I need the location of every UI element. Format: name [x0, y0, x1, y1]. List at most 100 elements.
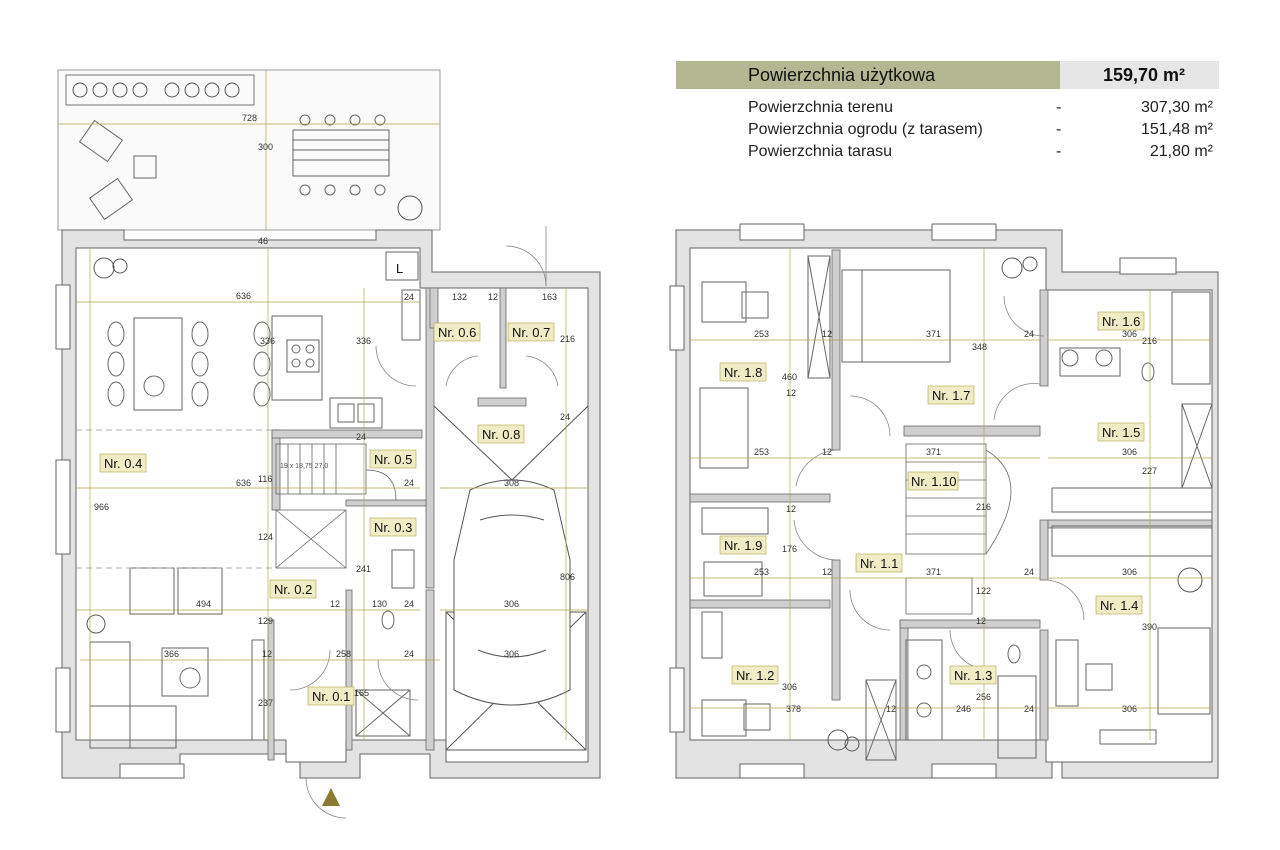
svg-text:12: 12	[822, 567, 832, 577]
svg-text:227: 227	[1142, 466, 1157, 476]
ground-floor-dimension-lines	[58, 70, 588, 740]
svg-text:24: 24	[404, 649, 414, 659]
room-label-1-6: Nr. 1.6	[1097, 311, 1145, 331]
svg-text:216: 216	[560, 334, 575, 344]
misc-labels: L 19 x 18,75 27,0	[280, 261, 403, 470]
svg-text:24: 24	[560, 412, 570, 422]
svg-text:300: 300	[258, 142, 273, 152]
svg-text:Nr. 1.10: Nr. 1.10	[911, 474, 957, 489]
summary-row-label: Powierzchnia terenu	[748, 99, 893, 116]
ground-floor-door-swings	[289, 226, 559, 819]
room-label-0-3: Nr. 0.3	[369, 517, 417, 537]
room-label-1-7: Nr. 1.7	[927, 385, 975, 405]
svg-text:Nr. 1.7: Nr. 1.7	[932, 388, 970, 403]
svg-text:371: 371	[926, 329, 941, 339]
svg-text:Nr. 0.1: Nr. 0.1	[312, 689, 350, 704]
svg-text:246: 246	[956, 704, 971, 714]
svg-text:966: 966	[94, 502, 109, 512]
svg-text:Nr. 0.4: Nr. 0.4	[104, 456, 142, 471]
upper-floor-windows	[669, 223, 1177, 779]
svg-text:24: 24	[1024, 567, 1034, 577]
svg-text:24: 24	[1024, 704, 1034, 714]
svg-text:12: 12	[262, 649, 272, 659]
usable-area-value: 159,70 m²	[1060, 61, 1219, 89]
svg-text:Nr. 1.9: Nr. 1.9	[724, 538, 762, 553]
svg-text:24: 24	[404, 292, 414, 302]
svg-text:306: 306	[782, 682, 797, 692]
svg-text:Nr. 1.3: Nr. 1.3	[954, 668, 992, 683]
svg-text:306: 306	[1122, 447, 1137, 457]
svg-text:216: 216	[1142, 336, 1157, 346]
svg-text:12: 12	[822, 329, 832, 339]
room-label-0-4: Nr. 0.4	[99, 453, 147, 473]
svg-text:12: 12	[488, 292, 498, 302]
svg-text:636: 636	[236, 291, 251, 301]
ground-floor-room-labels: Nr. 0.1 Nr. 0.2 Nr. 0.3 Nr. 0.4 Nr. 0.5 …	[99, 322, 555, 706]
svg-text:253: 253	[754, 447, 769, 457]
svg-text:306: 306	[1122, 567, 1137, 577]
ground-floor-stairs	[275, 443, 397, 569]
svg-text:Nr. 0.8: Nr. 0.8	[482, 427, 520, 442]
svg-text:371: 371	[926, 447, 941, 457]
room-label-0-8: Nr. 0.8	[477, 424, 525, 444]
svg-text:130: 130	[372, 599, 387, 609]
svg-text:Nr. 1.2: Nr. 1.2	[736, 668, 774, 683]
svg-text:Nr. 1.4: Nr. 1.4	[1100, 598, 1138, 613]
svg-text:371: 371	[926, 567, 941, 577]
summary-row-dash: -	[1056, 99, 1062, 116]
summary-row: Powierzchnia terenu - 307,30 m²	[676, 97, 1219, 119]
svg-text:378: 378	[786, 704, 801, 714]
terrace-lounge-chair	[78, 119, 157, 221]
svg-text:306: 306	[1122, 704, 1137, 714]
svg-text:336: 336	[260, 336, 275, 346]
svg-text:494: 494	[196, 599, 211, 609]
upper-floor-room-labels: Nr. 1.1 Nr. 1.2 Nr. 1.3 Nr. 1.4 Nr. 1.5 …	[719, 311, 1145, 685]
ground-floor-dimension-labels: 728 300 46 636 336 336 24 132 12 163 216…	[94, 113, 575, 708]
svg-text:306: 306	[1122, 329, 1137, 339]
room-label-0-1: Nr. 0.1	[307, 686, 355, 706]
summary-row-label: Powierzchnia ogrodu (z tarasem)	[748, 121, 983, 138]
svg-text:Nr. 0.2: Nr. 0.2	[274, 582, 312, 597]
svg-text:308: 308	[504, 478, 519, 488]
stairs-note: 19 x 18,75 27,0	[280, 463, 328, 470]
summary-row-label: Powierzchnia tarasu	[748, 143, 893, 160]
svg-text:306: 306	[504, 599, 519, 609]
ground-floor-dashed-lines	[76, 429, 272, 569]
room-label-1-5: Nr. 1.5	[1097, 422, 1145, 442]
svg-text:636: 636	[236, 478, 251, 488]
svg-text:12: 12	[886, 704, 896, 714]
summary-row: Powierzchnia tarasu - 21,80 m²	[676, 141, 1219, 163]
svg-text:Nr. 0.6: Nr. 0.6	[438, 325, 476, 340]
dining-table-set	[107, 317, 271, 411]
upper-floor-plants	[827, 256, 1203, 752]
usable-area-label: Powierzchnia użytkowa	[676, 61, 1060, 89]
upper-floor-dimension-labels: 253 12 371 348 24 306 216 460 253 12 371…	[754, 329, 1157, 714]
svg-text:24: 24	[404, 599, 414, 609]
room-label-1-8: Nr. 1.8	[719, 362, 767, 382]
svg-text:258: 258	[336, 649, 351, 659]
area-summary-table: Powierzchnia użytkowa 159,70 m² Powierzc…	[676, 61, 1219, 163]
svg-text:256: 256	[976, 692, 991, 702]
room-label-1-10: Nr. 1.10	[907, 471, 959, 491]
room-label-1-9: Nr. 1.9	[719, 535, 767, 555]
svg-text:116: 116	[258, 474, 272, 484]
usable-area-header: Powierzchnia użytkowa 159,70 m²	[676, 61, 1219, 89]
svg-text:336: 336	[356, 336, 371, 346]
upper-floor-interior-walls	[689, 249, 1213, 741]
garage-car	[433, 405, 589, 751]
planter-box	[65, 74, 255, 106]
svg-text:253: 253	[754, 567, 769, 577]
summary-row-value: 151,48 m²	[1140, 121, 1213, 138]
svg-text:460: 460	[782, 372, 797, 382]
svg-text:24: 24	[404, 478, 414, 488]
summary-row-value: 21,80 m²	[1149, 143, 1213, 160]
svg-text:129: 129	[258, 616, 273, 626]
svg-text:163: 163	[542, 292, 557, 302]
summary-row-value: 307,30 m²	[1140, 99, 1213, 116]
room-label-0-7: Nr. 0.7	[507, 322, 555, 342]
summary-row-dash: -	[1056, 143, 1062, 160]
svg-text:132: 132	[452, 292, 467, 302]
svg-text:12: 12	[822, 447, 832, 457]
